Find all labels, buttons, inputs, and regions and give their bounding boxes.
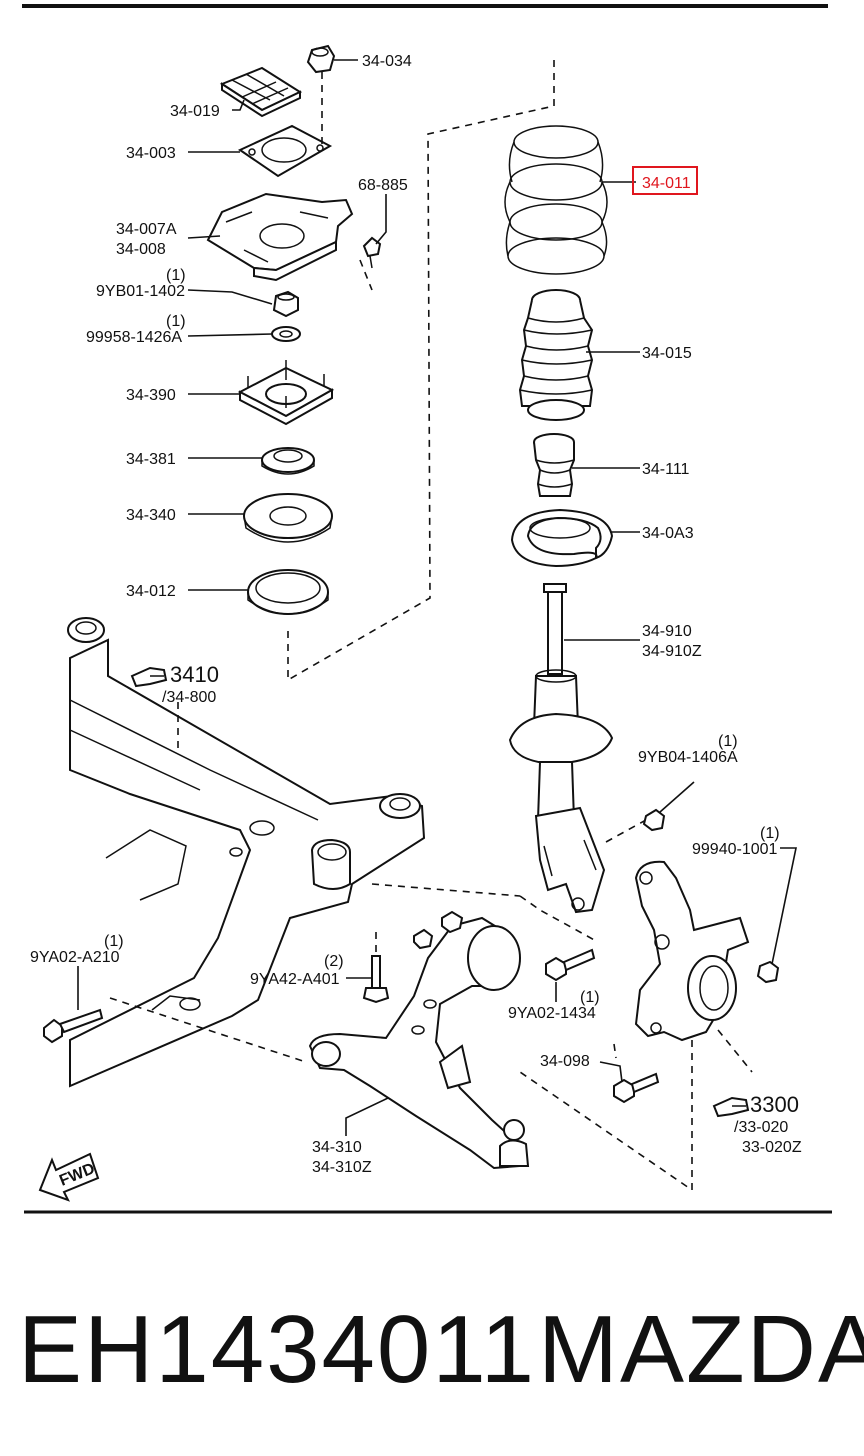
nut-9YB01-1402[interactable] <box>272 290 299 318</box>
label-34-098[interactable]: 34-098 <box>540 1053 590 1070</box>
label-34-310[interactable]: 34-310 <box>312 1139 362 1156</box>
gasket-34-003[interactable] <box>237 124 333 178</box>
guide-dash-knuckle-ref <box>717 1029 753 1073</box>
label-34-800[interactable]: /34-800 <box>162 689 216 706</box>
footer-caption: EH1434011 MAZDA <box>0 1290 864 1410</box>
label-34-910Z[interactable]: 34-910Z <box>642 643 702 660</box>
part-number: EH1434011 <box>18 1296 536 1403</box>
guide-dash-clip <box>359 259 373 291</box>
label-68-885[interactable]: 68-885 <box>358 177 408 194</box>
bolt-9YA42-A401[interactable] <box>362 955 390 1004</box>
bolt-34-098[interactable] <box>613 1072 660 1104</box>
label-34-034[interactable]: 34-034 <box>362 53 412 70</box>
label-33-020[interactable]: /33-020 <box>734 1119 788 1136</box>
label-qty-9YA02-1434: (1) <box>580 989 600 1006</box>
label-33-020Z[interactable]: 33-020Z <box>742 1139 802 1156</box>
knuckle-3300[interactable] <box>634 860 750 1042</box>
guide-dash-subframe-arm <box>371 883 521 897</box>
label-ref-3300[interactable]: 3300 <box>750 1092 799 1117</box>
label-34-340[interactable]: 34-340 <box>126 507 176 524</box>
highlight-box-34-011 <box>632 166 698 195</box>
nut-9YB04-1406A[interactable] <box>642 808 666 832</box>
ring-34-012[interactable] <box>247 569 329 615</box>
pad-34-019[interactable] <box>219 66 303 118</box>
guide-dash-left-bolt <box>109 997 307 1063</box>
guide-dash-knuckle-bottom <box>519 1040 693 1192</box>
label-9YB04-1406A[interactable]: 9YB04-1406A <box>638 749 738 766</box>
label-34-0A3[interactable]: 34-0A3 <box>642 525 694 542</box>
subframe-3410[interactable] <box>67 617 426 1088</box>
label-qty-99958: (1) <box>166 313 186 330</box>
boot-34-015[interactable] <box>518 289 594 421</box>
guide-dash-strut-knuckle <box>605 819 647 843</box>
hand-pointer-icon-3300 <box>712 1096 750 1118</box>
bracket-34-007A[interactable] <box>206 192 354 282</box>
label-34-012[interactable]: 34-012 <box>126 583 176 600</box>
label-qty-9YB01: (1) <box>166 267 186 284</box>
label-qty-9YA02-A210: (1) <box>104 933 124 950</box>
label-9YA02-1434[interactable]: 9YA02-1434 <box>508 1005 596 1022</box>
forward-arrow: FWD <box>38 1152 100 1202</box>
label-34-008[interactable]: 34-008 <box>116 241 166 258</box>
label-34-011[interactable]: 34-011 <box>642 175 691 192</box>
coil-spring-34-011[interactable] <box>504 125 608 275</box>
label-qty-9YA42: (2) <box>324 953 344 970</box>
label-9YA42-A401[interactable]: 9YA42-A401 <box>250 971 340 988</box>
label-9YB01-1402[interactable]: 9YB01-1402 <box>96 283 185 300</box>
label-qty-9YB04: (1) <box>718 733 738 750</box>
label-34-111[interactable]: 34-111 <box>642 461 690 478</box>
label-99958-1426A[interactable]: 99958-1426A <box>86 329 182 346</box>
label-34-381[interactable]: 34-381 <box>126 451 176 468</box>
hand-pointer-icon-3410 <box>130 666 168 688</box>
label-qty-99940: (1) <box>760 825 780 842</box>
nut-34-034[interactable] <box>306 44 336 74</box>
mount-34-390[interactable] <box>237 360 335 426</box>
seat-34-340[interactable] <box>243 493 333 543</box>
bolt-9YA02-A210[interactable] <box>43 1008 104 1044</box>
label-34-310Z[interactable]: 34-310Z <box>312 1159 372 1176</box>
label-34-390[interactable]: 34-390 <box>126 387 176 404</box>
label-34-007A[interactable]: 34-007A <box>116 221 177 238</box>
bolt-9YA02-1434[interactable] <box>545 948 596 982</box>
label-9YA02-A210[interactable]: 9YA02-A210 <box>30 949 120 966</box>
lower-arm-34-310[interactable] <box>308 916 530 1170</box>
guide-dash-knuckle-outline <box>613 1043 617 1059</box>
label-ref-3410[interactable]: 3410 <box>170 662 219 687</box>
guide-dash-outline <box>287 60 555 682</box>
label-99940-1001[interactable]: 99940-1001 <box>692 841 778 858</box>
label-34-019[interactable]: 34-019 <box>170 103 220 120</box>
nut-arm-top[interactable] <box>413 910 464 950</box>
clip-68-885[interactable] <box>362 236 382 269</box>
washer-99958-1426A[interactable] <box>271 326 301 342</box>
strut-34-910[interactable] <box>508 583 614 914</box>
bushing-34-381[interactable] <box>261 447 315 475</box>
label-34-910[interactable]: 34-910 <box>642 623 692 640</box>
label-34-003[interactable]: 34-003 <box>126 145 176 162</box>
guide-dash-strut-bottom <box>519 895 599 943</box>
bump-stop-34-111[interactable] <box>533 433 575 497</box>
spring-seat-34-0A3[interactable] <box>510 508 614 568</box>
leader-lines <box>77 59 797 1136</box>
brand-name: MAZDA <box>538 1296 864 1403</box>
nut-99940-1001[interactable] <box>756 960 780 984</box>
label-34-015[interactable]: 34-015 <box>642 345 692 362</box>
part-labels: 34-034 34-019 34-003 68-885 34-007A 34-0… <box>30 53 802 1176</box>
